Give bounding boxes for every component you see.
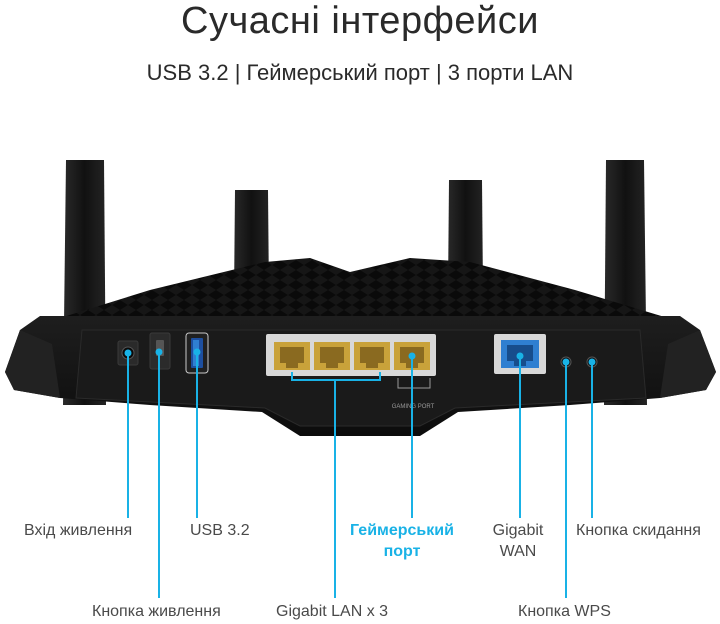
- label-wan-line1: Gigabit: [492, 522, 544, 539]
- page-subtitle: USB 3.2 | Геймерський порт | 3 порти LAN: [146, 60, 574, 85]
- label-gaming-port-line2: порт: [383, 543, 421, 560]
- gaming-port-marking: GAMING PORT: [392, 404, 435, 410]
- label-reset-button: Кнопка скидання: [576, 522, 701, 539]
- label-wan-line2: WAN: [499, 543, 537, 560]
- label-wan: Gigabit WAN: [486, 520, 550, 562]
- label-power-button: Кнопка живлення: [92, 603, 221, 620]
- label-gaming-port: Геймерський порт: [342, 520, 462, 562]
- lan-port-block: [266, 334, 436, 376]
- label-wps-button: Кнопка WPS: [518, 603, 611, 620]
- label-usb: USB 3.2: [190, 522, 250, 539]
- lan-port-1: [274, 342, 310, 370]
- label-gaming-port-line1: Геймерський: [350, 522, 454, 539]
- lan-port-3: [354, 342, 390, 370]
- lan-port-2: [314, 342, 350, 370]
- label-power-input: Вхід живлення: [24, 522, 133, 539]
- page-title: Сучасні інтерфейси: [181, 0, 539, 42]
- label-lan: Gigabit LAN x 3: [276, 603, 389, 620]
